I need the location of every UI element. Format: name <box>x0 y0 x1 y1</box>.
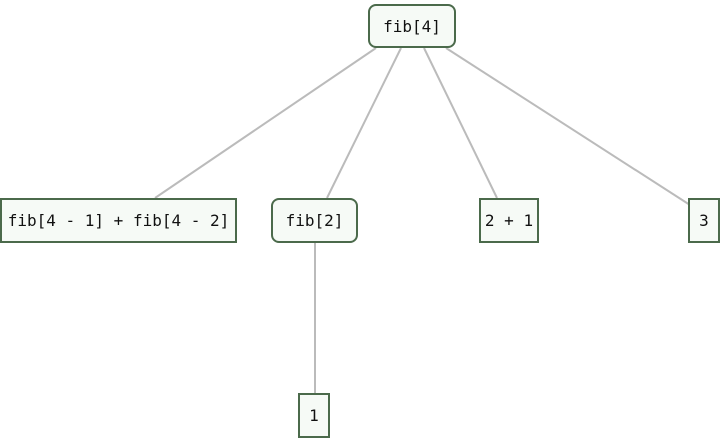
node-label: 1 <box>309 406 319 425</box>
edge-root-to-plus <box>423 47 498 199</box>
node-label: fib[4] <box>383 16 441 36</box>
edge-root-to-fib2 <box>326 47 402 199</box>
node-one[interactable]: 1 <box>298 393 330 438</box>
node-three[interactable]: 3 <box>688 198 720 243</box>
node-label: 3 <box>699 211 709 230</box>
edge-root-to-three <box>445 47 691 206</box>
node-label: 2 + 1 <box>484 211 534 230</box>
edge-root-to-sum <box>154 47 377 199</box>
node-two-plus-one[interactable]: 2 + 1 <box>479 198 539 243</box>
node-fib-sum[interactable]: fib[4 - 1] + fib[4 - 2] <box>0 198 237 243</box>
node-fib2[interactable]: fib[2] <box>271 198 358 243</box>
node-label: fib[4 - 1] + fib[4 - 2] <box>7 211 230 230</box>
node-root-fib4[interactable]: fib[4] <box>368 4 456 48</box>
node-label: fib[2] <box>285 211 344 230</box>
